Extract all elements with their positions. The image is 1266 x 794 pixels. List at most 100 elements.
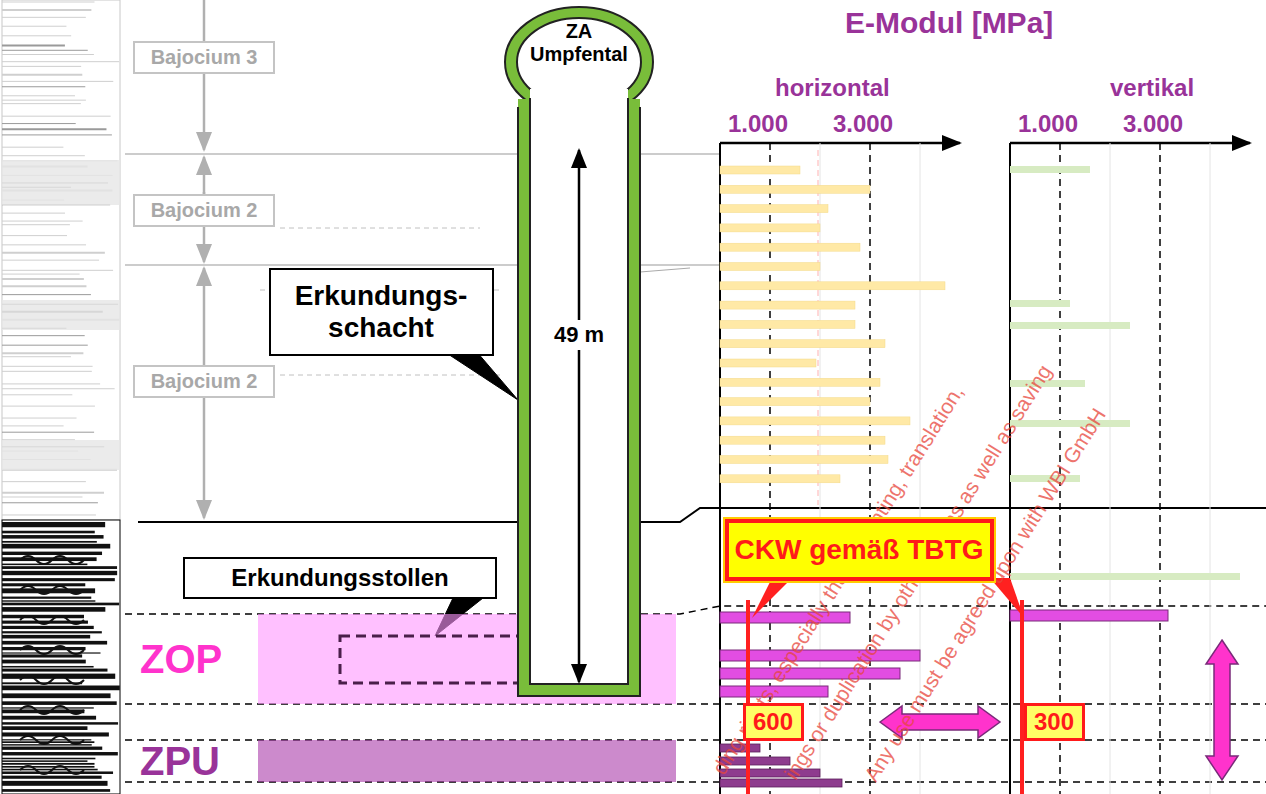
column-wavy [20, 766, 84, 774]
column-wavy [20, 676, 84, 684]
unit-box: Bajocium 2 [133, 194, 275, 227]
ckw-line [746, 600, 750, 794]
zop-bar [720, 686, 828, 697]
column-dark-layer [2, 635, 90, 639]
measurement-bar [720, 166, 800, 174]
box-text: Bajocium 2 [151, 370, 258, 393]
column-stroke [2, 335, 85, 336]
column-band [2, 440, 120, 470]
zop-bar [720, 612, 850, 623]
box-text: Erkundungs- schacht [279, 280, 484, 344]
box-text: Erkundungsstollen [231, 564, 448, 592]
column-stroke [2, 294, 91, 295]
column-dark-layer [2, 641, 107, 645]
column-wavy [20, 706, 84, 714]
column-stroke [2, 356, 71, 357]
grid-line [1110, 143, 1111, 794]
column-stroke [2, 366, 93, 367]
zpu-bar [720, 757, 790, 765]
value-box: 600 [743, 703, 804, 741]
callout-box: CKW gemäß TBTG [725, 519, 994, 581]
column-stroke [2, 147, 63, 148]
shaft-text: 49 m [534, 320, 624, 350]
tunnel-outline [340, 636, 520, 683]
zpu-bar [720, 744, 760, 752]
column-dark-layer [2, 789, 110, 792]
column-stroke [2, 371, 92, 372]
measurement-bar [720, 243, 860, 251]
column-stroke [2, 406, 95, 407]
tick-label: 3.000 [833, 110, 893, 138]
column-stroke [2, 394, 72, 395]
column-stroke [2, 418, 77, 419]
column-stroke [2, 35, 71, 36]
dimension-arrow [578, 150, 581, 682]
column-stroke [2, 274, 80, 275]
column-dark-layer [2, 541, 97, 543]
column-stroke [2, 497, 82, 498]
grid-line [920, 143, 921, 794]
column-stroke [2, 383, 100, 384]
column-stroke [2, 134, 112, 135]
dashed-boundary [280, 228, 480, 229]
column-wavy [20, 616, 84, 624]
column-stroke [2, 492, 104, 494]
ckw-pointer [752, 578, 792, 618]
leader-line [640, 268, 690, 272]
axis-title: vertikal [1110, 74, 1194, 102]
column-dark-layer [2, 771, 113, 774]
formation-boundary [138, 508, 1266, 522]
column-dark-layer [2, 776, 102, 779]
zone-fill [258, 740, 676, 782]
callout-pointer [450, 355, 519, 400]
measurement-bar [720, 398, 870, 406]
measurement-bar [1010, 380, 1085, 387]
emodul-chart [720, 143, 1250, 794]
column-dark-layer [2, 760, 87, 762]
tick-label: 1.000 [1018, 110, 1078, 138]
unit-arrow [203, 392, 206, 518]
measurement-bar [720, 340, 885, 348]
unit-arrow [203, 0, 206, 150]
column-upper [2, 0, 120, 520]
column-dark-layer [2, 739, 91, 740]
column-stroke [2, 123, 76, 124]
column-dark-layer [2, 600, 95, 601]
column-stroke [2, 432, 94, 433]
axis-line [720, 142, 960, 145]
column-dark-layer [2, 732, 109, 736]
grid-line [1210, 143, 1211, 794]
column-stroke [2, 66, 81, 67]
column-stroke [2, 481, 86, 482]
column-stroke [2, 128, 106, 130]
axis-line [1009, 143, 1011, 794]
column-stroke [2, 388, 115, 389]
column-dark-layer [2, 544, 110, 549]
column-dark-layer [2, 566, 117, 569]
column-dark-layer [2, 654, 82, 657]
value-box: 300 [1024, 703, 1085, 741]
column-stroke [2, 352, 83, 354]
double-arrow [1206, 640, 1238, 780]
measurement-bar [720, 301, 855, 309]
axis-line [1010, 142, 1250, 145]
column-dark-layer [2, 603, 119, 606]
column-dark-layer [2, 781, 108, 786]
column-dark-layer [2, 747, 102, 750]
column-dark-layer [2, 707, 94, 708]
double-arrow [880, 706, 1000, 738]
column-stroke [2, 95, 75, 96]
measurement-bar [720, 263, 820, 271]
measurement-bar [720, 436, 885, 444]
axis-title: horizontal [775, 74, 890, 102]
column-band [2, 160, 120, 205]
column-dark-layer [2, 766, 94, 768]
column-stroke [2, 26, 66, 27]
measurement-bar [720, 282, 945, 290]
column-stroke [2, 54, 94, 55]
column-stroke [2, 221, 83, 222]
shaft-inner-edge [530, 98, 628, 684]
column-stroke [2, 345, 88, 346]
column-stroke [2, 81, 113, 82]
